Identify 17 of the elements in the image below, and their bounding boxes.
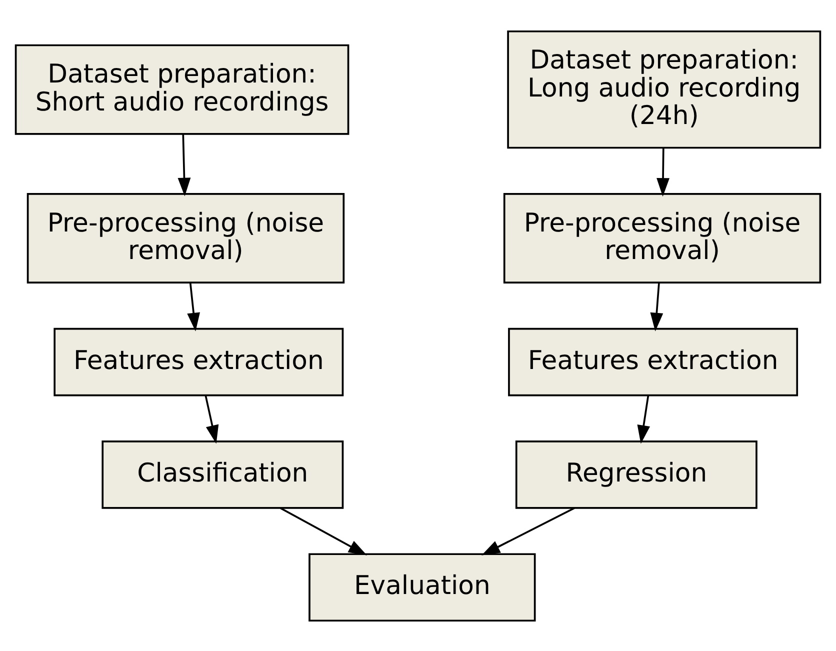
arrow: [650, 282, 664, 331]
arrow: [656, 147, 670, 196]
node-box: Pre-processing (noise removal): [503, 192, 822, 284]
arrow: [280, 506, 368, 555]
node-box: Dataset preparation: Long audio recording (24h): [507, 30, 822, 148]
node-box: Regression: [515, 440, 758, 508]
node-box: Features extraction: [54, 327, 344, 396]
arrow: [178, 134, 191, 196]
arrow: [637, 394, 650, 444]
node-box: Features extraction: [508, 327, 798, 396]
node-box: Evaluation: [308, 552, 536, 622]
node-box: Dataset preparation: Short audio recordings: [14, 44, 350, 134]
arrow: [187, 282, 200, 331]
node-box: Classification: [102, 440, 344, 508]
node-box: Pre-processing (noise removal): [26, 192, 345, 284]
arrow: [204, 394, 219, 444]
arrow: [482, 506, 575, 555]
